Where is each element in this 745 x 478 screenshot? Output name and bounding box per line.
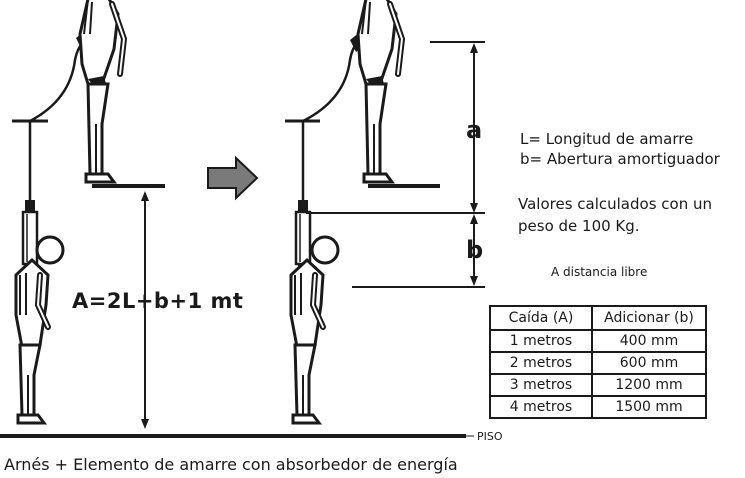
fall-table: Caída (A) Adicionar (b) 1 metros 400 mm … [489, 305, 707, 419]
diagram-caption: Arnés + Elemento de amarre con absorbedo… [4, 455, 458, 474]
free-distance-label: A distancia libre [551, 265, 648, 279]
right-lanyard [302, 41, 359, 123]
table-header-cell: Adicionar (b) [591, 305, 707, 331]
dimension-b-label: b [466, 236, 484, 264]
legend-line-b: b= Abertura amortiguador [520, 150, 720, 168]
floor-label: PISO [477, 430, 503, 443]
table-cell: 1 metros [489, 329, 593, 353]
dimension-a-label: a [466, 116, 483, 144]
info-line-2: peso de 100 Kg. [518, 217, 640, 235]
info-line-1: Valores calculados con un [518, 195, 712, 213]
formula-label: A=2L+b+1 mt [72, 289, 244, 313]
table-header-cell: Caída (A) [489, 305, 593, 331]
table-row: 3 metros 1200 mm [489, 373, 707, 397]
table-cell: 4 metros [489, 395, 593, 419]
direction-arrow-icon [207, 155, 259, 201]
legend-line-l: L= Longitud de amarre [520, 130, 694, 148]
left-lanyard [29, 38, 87, 123]
table-row: 2 metros 600 mm [489, 351, 707, 375]
right-standing-worker [358, 0, 409, 182]
left-standing-worker [80, 0, 131, 182]
table-row: 1 metros 400 mm [489, 329, 707, 353]
table-cell: 1500 mm [591, 395, 707, 419]
table-row: 4 metros 1500 mm [489, 395, 707, 419]
table-cell: 600 mm [591, 351, 707, 375]
table-cell: 2 metros [489, 351, 593, 375]
table-cell: 400 mm [591, 329, 707, 353]
table-cell: 3 metros [489, 373, 593, 397]
table-header-row: Caída (A) Adicionar (b) [489, 305, 707, 331]
table-cell: 1200 mm [591, 373, 707, 397]
